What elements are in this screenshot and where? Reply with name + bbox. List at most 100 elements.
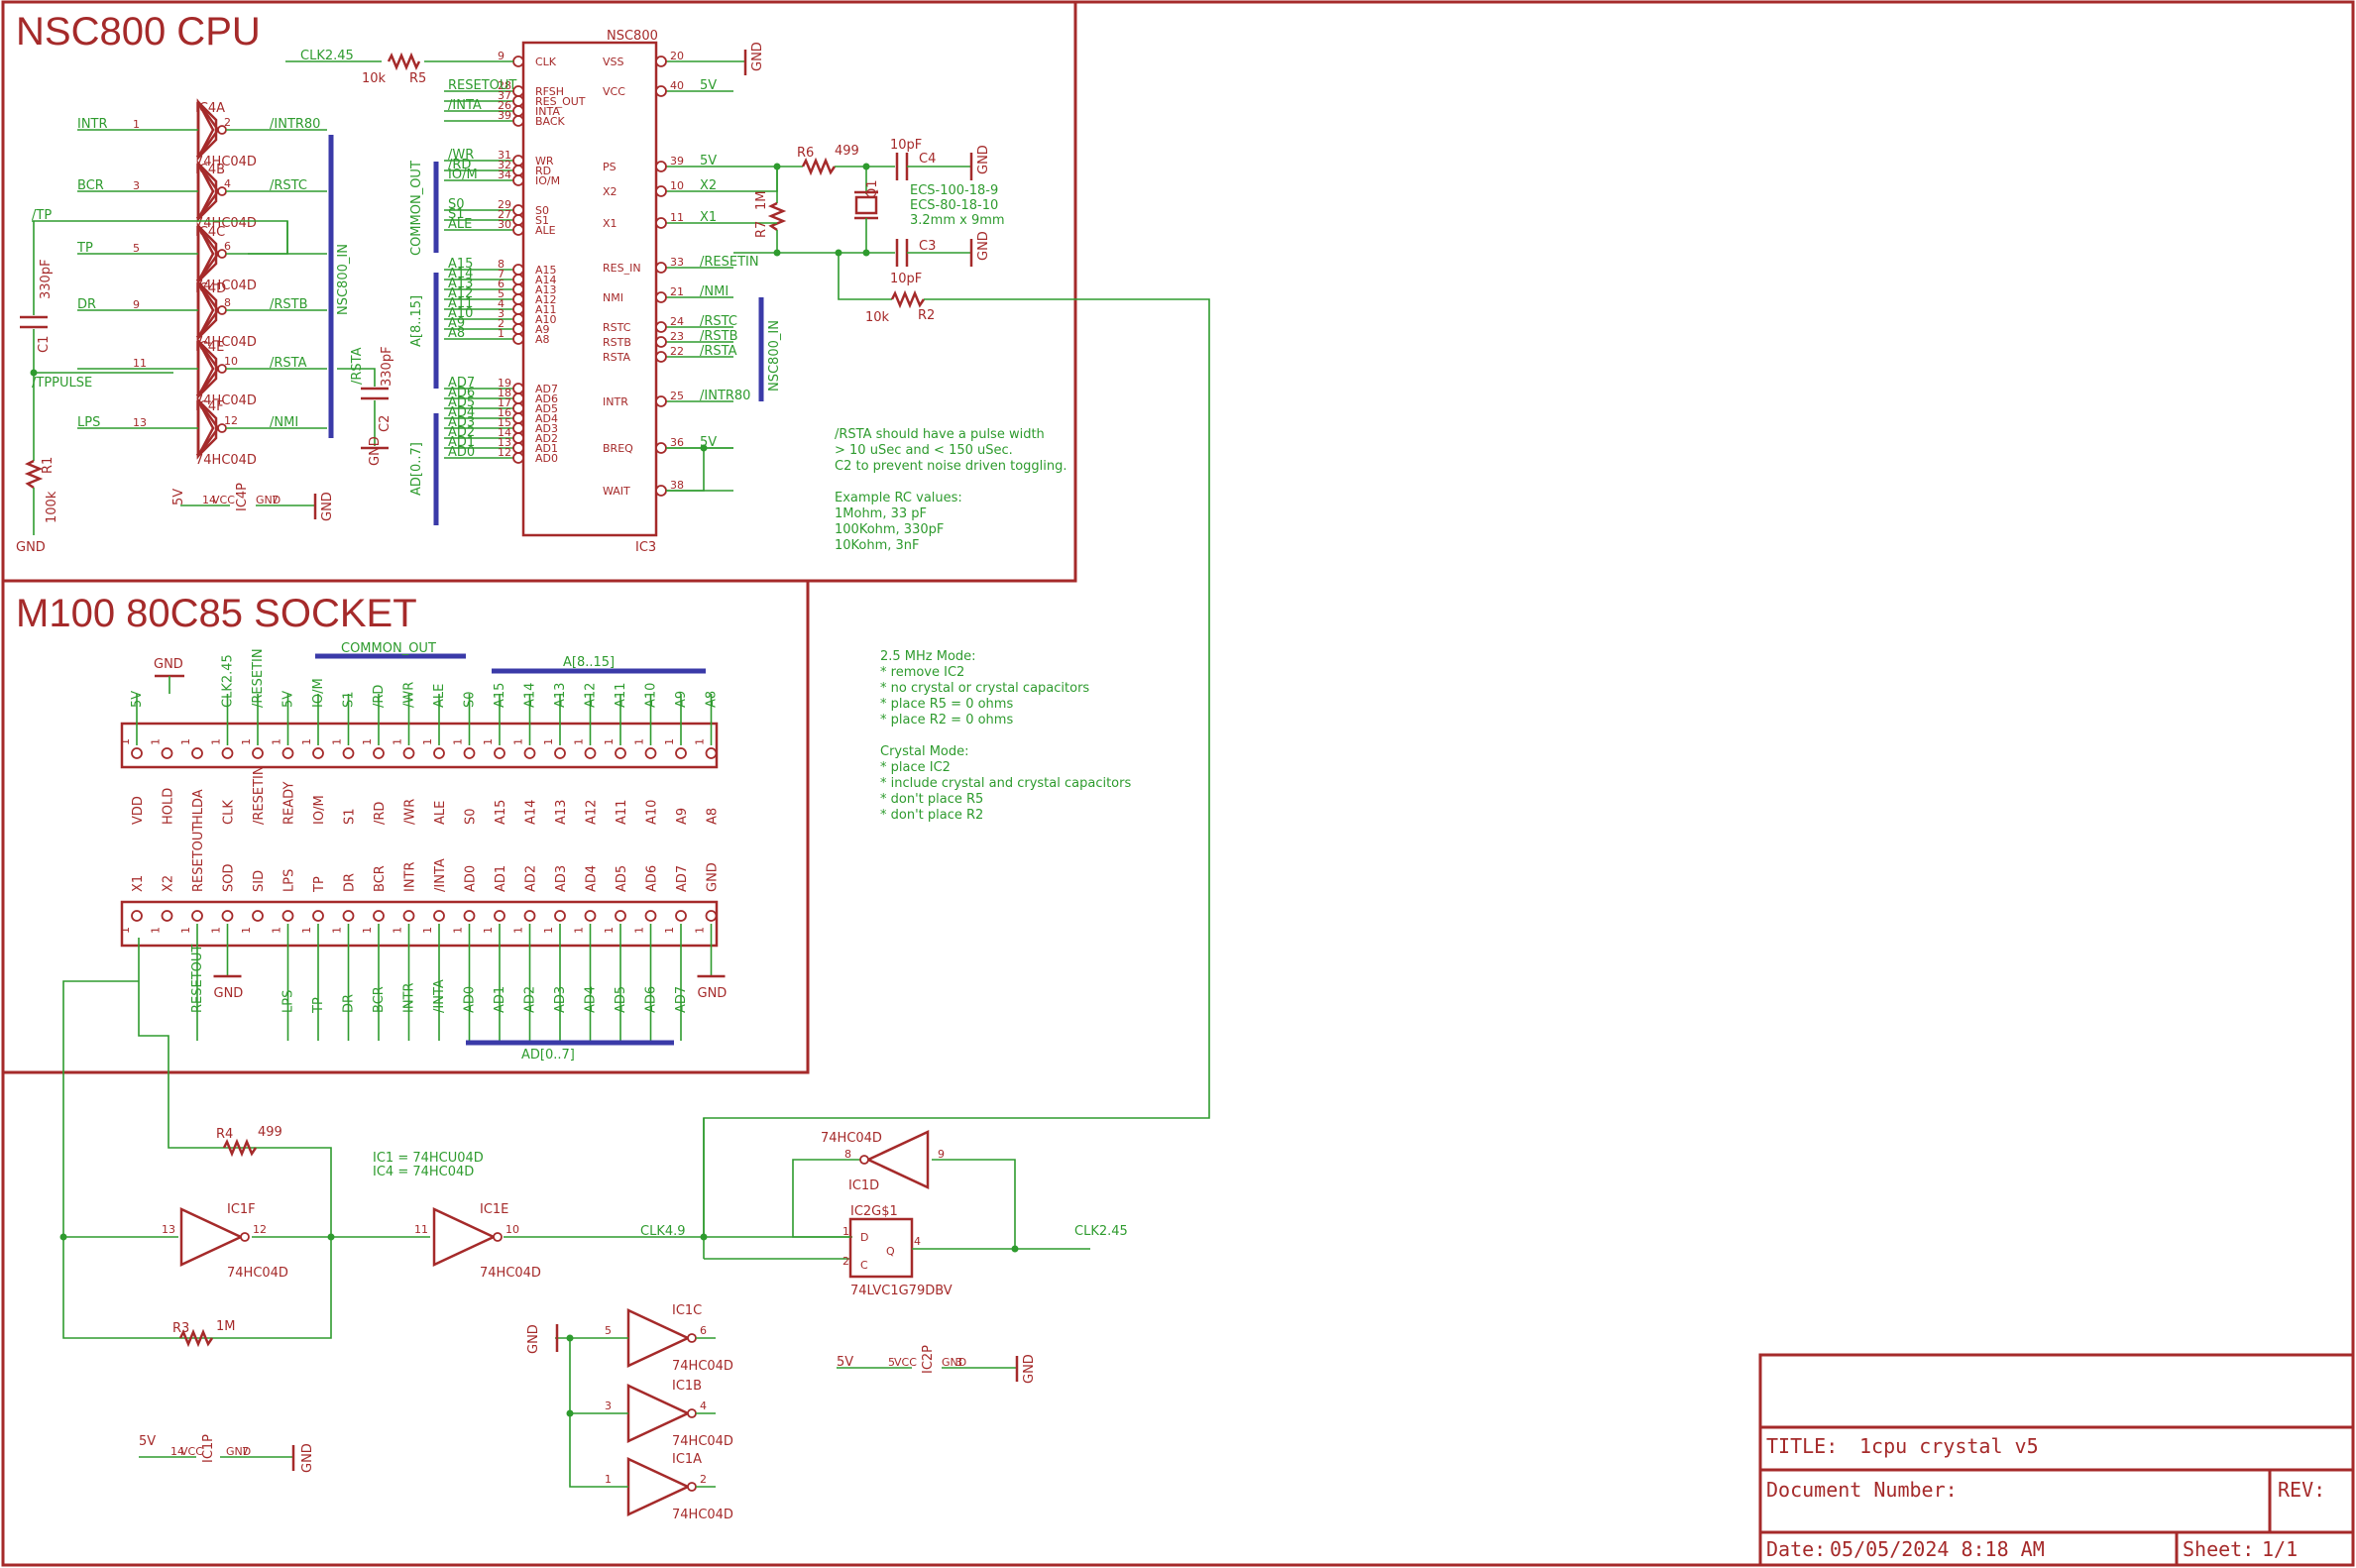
cpu-pin-net: A15	[448, 257, 473, 272]
socket-pin	[615, 910, 626, 922]
cpu-pin-name: A13	[535, 283, 557, 296]
cpu-pin-name: RFSH	[535, 85, 564, 98]
cpu-pin-number: 8	[498, 258, 505, 271]
cpu-pin-name: NMI	[603, 291, 623, 304]
gate-in-net: BCR	[77, 178, 104, 193]
socket-gnd-bottom: GND	[214, 986, 244, 1001]
mode-note-line: * place R5 = 0 ohms	[880, 697, 1013, 712]
socket-pin-one: 1	[300, 738, 313, 745]
cpu-pin-number: 13	[498, 436, 511, 449]
socket-bottom-net: AD7	[674, 986, 689, 1013]
cpu-pin-net: A12	[448, 286, 473, 301]
c4-name: C4	[919, 152, 936, 167]
socket-pin-one: 1	[300, 927, 313, 934]
socket-pin-one: 1	[603, 927, 616, 934]
socket-pin-one: 1	[240, 927, 253, 934]
socket-bottom-net: AD0	[463, 986, 478, 1013]
inverter-out-pin: 10	[505, 1223, 519, 1236]
socket-bottom-pin-name: AD3	[554, 865, 569, 892]
cpu-pin-number: 6	[498, 278, 505, 290]
gate-ref: IC4F	[195, 399, 224, 414]
pin-circle	[512, 432, 524, 444]
inverter-part: 74HC04D	[672, 1508, 733, 1522]
cpu-pin-net: S0	[448, 197, 465, 212]
inverter-bubble	[687, 1482, 697, 1492]
inverter-triangle	[865, 1130, 930, 1189]
pin-circle	[655, 161, 667, 172]
socket-top-net: A13	[553, 683, 568, 708]
gate-in-pin: 1	[133, 118, 140, 131]
cpu-pin-name: AD6	[535, 392, 558, 405]
cpu-pin-name: VCC	[603, 85, 625, 98]
title-label: TITLE:	[1766, 1434, 1838, 1458]
socket-top-net: A8	[705, 691, 720, 708]
socket-top-pin-name: A9	[675, 808, 690, 825]
cpu-pin-name: AD1	[535, 442, 558, 455]
cpu-pin-name: AD2	[535, 432, 558, 445]
cpu-pin-name: ALE	[535, 224, 556, 237]
cpu-pin-number: 22	[670, 345, 684, 358]
socket-pin	[221, 910, 234, 922]
pin-circle	[512, 115, 524, 127]
r3-value: 1M	[216, 1319, 236, 1334]
document-number-label: Document Number:	[1766, 1478, 1958, 1502]
cpu-pin-number: 25	[670, 390, 684, 402]
ic2p-vcc-name: VCC	[894, 1356, 917, 1369]
cpu-pin-net: IO/M	[448, 168, 478, 182]
socket-pin	[433, 910, 445, 922]
cpu-pin-number: 39	[670, 155, 684, 168]
cpu-pin-net: X1	[700, 210, 717, 225]
cpu-pin-net: /NMI	[700, 284, 729, 299]
pin-circle	[512, 383, 524, 394]
gate-in-net: INTR	[77, 117, 108, 132]
c1-value: 330pF	[39, 259, 54, 299]
socket-pin-one: 1	[694, 738, 707, 745]
cpu-pin-number: 31	[498, 149, 511, 162]
socket-bottom-net: AD2	[523, 986, 538, 1013]
inverter-triangle	[626, 1457, 691, 1516]
r5-resistor	[387, 52, 421, 71]
socket-bottom-pin-name: /INTA	[433, 858, 448, 892]
junction	[566, 1409, 574, 1417]
ic2p-vcc-net: 5V	[837, 1355, 853, 1370]
cpu-pin-name: A8	[535, 333, 550, 346]
socket-top-pin-name: IO/M	[312, 795, 327, 825]
socket-top-pin-name: A13	[554, 800, 569, 825]
socket-top-pin-name: A12	[585, 800, 600, 825]
socket-bottom-pin-name: AD4	[585, 865, 600, 892]
inverter-in-pin: 9	[938, 1148, 945, 1161]
pin-circle	[512, 155, 524, 167]
cpu-pin-number: 12	[498, 446, 511, 459]
nsc800-part-name: NSC800	[607, 29, 658, 44]
r6-name: R6	[797, 146, 814, 161]
junction	[30, 369, 38, 377]
cpu-pin-net: AD6	[448, 386, 475, 400]
mode-note-line: * don't place R2	[880, 808, 983, 823]
bus-label-nsc800-in: NSC800_IN	[336, 244, 351, 315]
cpu-pin-name: RES_IN	[603, 262, 641, 275]
section-title-cpu: NSC800 CPU	[16, 10, 261, 54]
cpu-pin-net: 5V	[700, 78, 717, 93]
socket-bottom-pin-name: BCR	[373, 865, 388, 892]
wire	[838, 253, 892, 300]
socket-top-pin-name: A8	[706, 808, 721, 825]
socket-gnd-top: GND	[154, 657, 183, 672]
crystal-line-3: 3.2mm x 9mm	[910, 213, 1005, 228]
cpu-pin-net: ALE	[448, 217, 472, 232]
pin-circle	[655, 351, 667, 363]
ic4-power-symbol: 5V 14 VCC IC4P GND 7 GND	[171, 483, 335, 521]
pin-circle	[512, 174, 524, 186]
inverter-ref: IC1A	[672, 1452, 702, 1467]
cpu-pin-number: 4	[498, 297, 505, 310]
gate-in-pin: 5	[133, 242, 140, 255]
socket-top-pin-name: READY	[282, 782, 297, 825]
pin-circle	[512, 224, 524, 236]
socket-pin	[312, 910, 324, 922]
gate-part: 74HC04D	[195, 335, 257, 350]
cpu-pin-number: 33	[670, 256, 684, 269]
socket-top-net: S0	[463, 691, 478, 708]
socket-pin-one: 1	[361, 738, 374, 745]
cpu-pin-number: 24	[670, 315, 684, 328]
socket-bottom-pin-name: GND	[706, 862, 721, 892]
socket-top-pin-name: HLDA	[191, 789, 206, 825]
